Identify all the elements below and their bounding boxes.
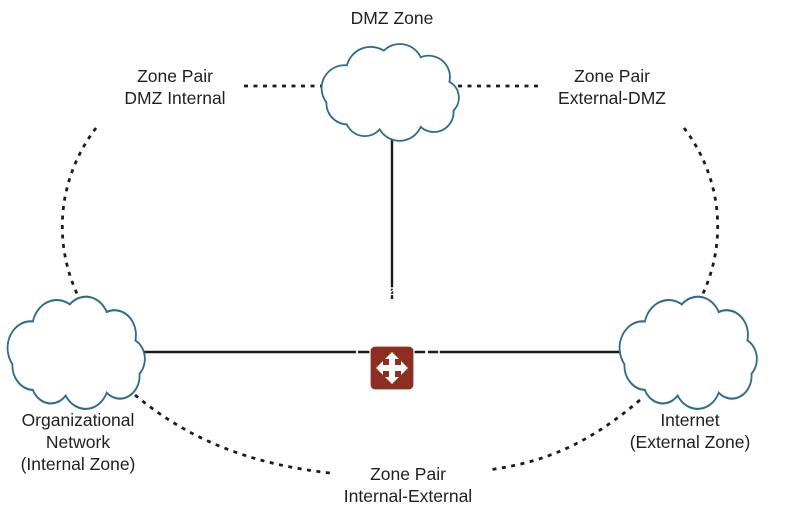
dmz-cloud-icon	[320, 43, 460, 142]
arrow-down-icon	[385, 368, 399, 384]
external-zone-label-line1: Internet	[660, 410, 719, 430]
internal-zone-label-line3: (Internal Zone)	[21, 454, 136, 474]
zonepair-external-dmz-label-line1: Zone Pair	[574, 66, 650, 86]
external-cloud-icon	[618, 295, 758, 410]
zonepair-internal-external-left-curve	[134, 393, 331, 475]
zonepair-dmz-internal-label-line1: Zone Pair	[137, 66, 213, 86]
firewall-icon	[355, 286, 441, 412]
firewall-side-joints	[426, 311, 440, 397]
zonepair-internal-external-label-line1: Zone Pair	[370, 464, 446, 484]
routing-arrows-icon	[376, 352, 408, 384]
internal-zone-label-line2: Network	[46, 432, 110, 452]
zonepair-internal-external-label-line2: Internal-External	[344, 486, 472, 506]
external-zone-label-line2: (External Zone)	[630, 432, 751, 452]
arrow-left-icon	[376, 361, 392, 375]
arrow-up-icon	[385, 352, 399, 368]
zonepair-external-dmz-label-line2: External-DMZ	[558, 88, 666, 108]
dmz-zone-label: DMZ Zone	[351, 8, 434, 28]
internal-zone-label-line1: Organizational	[22, 410, 135, 430]
zonepair-external-dmz-curve	[682, 127, 720, 301]
firewall-side-face	[426, 286, 440, 412]
zonepair-internal-external-right-curve	[487, 398, 641, 472]
zonepair-dmz-internal-label-line2: DMZ Internal	[124, 88, 225, 108]
internal-cloud-icon	[6, 295, 146, 410]
firewall-brick-pattern	[356, 299, 428, 411]
zonepair-dmz-internal-curve	[60, 127, 98, 301]
firewall-top-joints	[363, 287, 433, 301]
arrow-right-icon	[392, 361, 408, 375]
